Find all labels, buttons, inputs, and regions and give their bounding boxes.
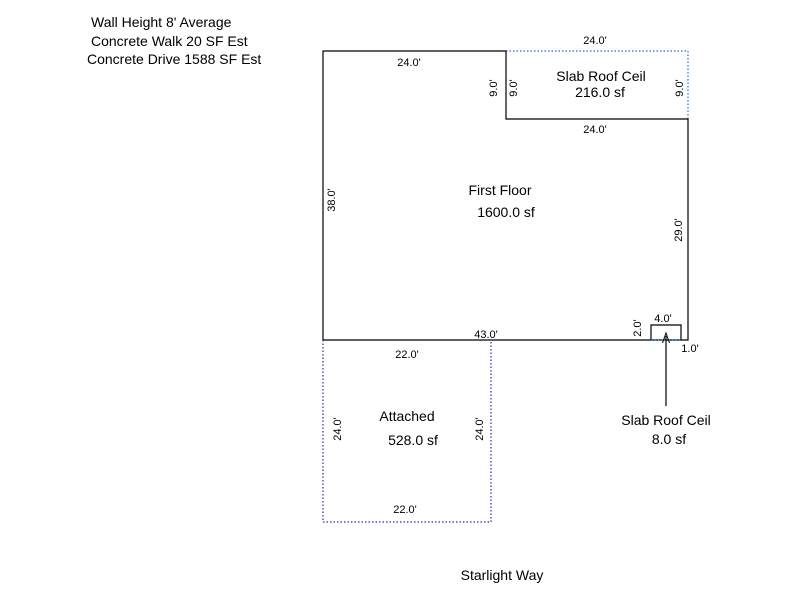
slab-main-area: 216.0 sf (575, 84, 625, 100)
attached-outline (322, 340, 492, 523)
concrete-drive-note: Concrete Drive 1588 SF Est (87, 51, 262, 67)
wall-height-note: Wall Height 8' Average (91, 14, 232, 30)
attached-name: Attached (379, 408, 434, 424)
dim-small-slab-top: 4.0' (654, 313, 671, 325)
dim-slab-bottom: 24.0' (583, 124, 607, 136)
slab-main-name: Slab Roof Ceil (556, 68, 646, 84)
concrete-walk-note: Concrete Walk 20 SF Est (91, 33, 248, 49)
slab-roof-ceil-main (506, 50, 689, 119)
dim-attached-bottom: 22.0' (393, 504, 417, 516)
street-name: Starlight Way (461, 567, 544, 583)
small-slab-outline (650, 324, 682, 340)
first-floor-area: 1600.0 sf (477, 204, 535, 220)
pointer-arrowhead (662, 331, 670, 344)
dim-attached-right: 24.0' (474, 417, 486, 441)
dim-first-floor-right: 29.0' (673, 218, 685, 242)
dim-attached-left: 24.0' (332, 417, 344, 441)
slab-small-name: Slab Roof Ceil (621, 412, 711, 428)
dim-first-floor-notch: 9.0' (488, 79, 500, 96)
dim-small-slab-left: 2.0' (632, 319, 644, 336)
dim-slab-top: 24.0' (583, 35, 607, 47)
dim-first-floor-left: 38.0' (326, 188, 338, 212)
slab-small-area: 8.0 sf (652, 431, 686, 447)
first-floor-name: First Floor (469, 182, 532, 198)
dim-slab-left: 9.0' (508, 79, 520, 96)
dim-first-floor-top: 24.0' (397, 57, 421, 69)
attached-area: 528.0 sf (388, 432, 438, 448)
dim-slab-right: 9.0' (674, 79, 686, 96)
dim-first-floor-bottom: 43.0' (474, 329, 498, 341)
dim-small-slab-right: 1.0' (681, 343, 698, 355)
dim-attached-top: 22.0' (395, 349, 419, 361)
